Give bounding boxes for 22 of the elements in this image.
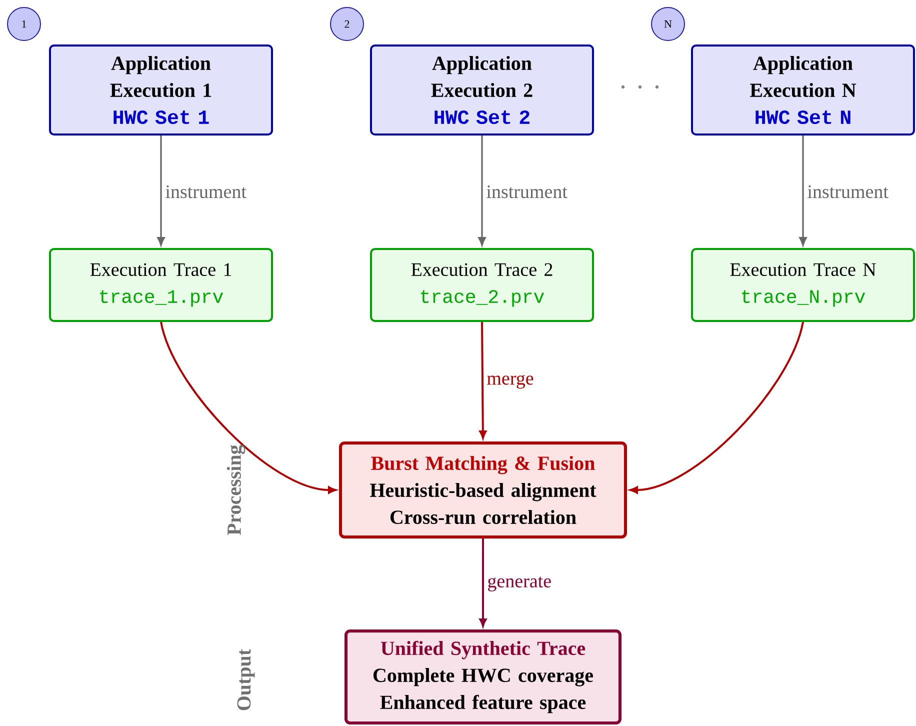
execution-box: Application Execution 1 HWC Set 1 — [49, 44, 273, 136]
output-box: Unified Synthetic Trace Complete HWC coverage Enhanced feature space — [344, 630, 622, 724]
trace-box: Execution Trace 2 trace_2.prv — [370, 248, 594, 322]
arrow — [630, 322, 804, 494]
arrow — [799, 136, 807, 246]
stage-label: Processing — [226, 444, 246, 536]
arrow — [478, 136, 486, 246]
trace-box: Execution Trace N trace_N.prv — [691, 248, 915, 322]
edge-label: generate — [488, 576, 551, 592]
arrow — [160, 322, 336, 494]
arrow — [157, 136, 165, 246]
execution-box: Application Execution 2 HWC Set 2 — [370, 44, 594, 136]
edge-label: instrument — [808, 185, 888, 198]
trace-box: Execution Trace 1 trace_1.prv — [49, 248, 273, 322]
stage-label: Output — [237, 648, 255, 710]
fusion-box: Burst Matching & Fusion Heuristic-based alignment Cross-run correlation — [339, 442, 627, 538]
edge-label: instrument — [166, 185, 246, 198]
execution-box: Application Execution N HWC Set N — [691, 44, 915, 136]
arrow — [479, 538, 487, 627]
edge-label: merge — [487, 374, 534, 389]
edge-label: instrument — [486, 185, 568, 198]
arrow — [479, 322, 487, 439]
